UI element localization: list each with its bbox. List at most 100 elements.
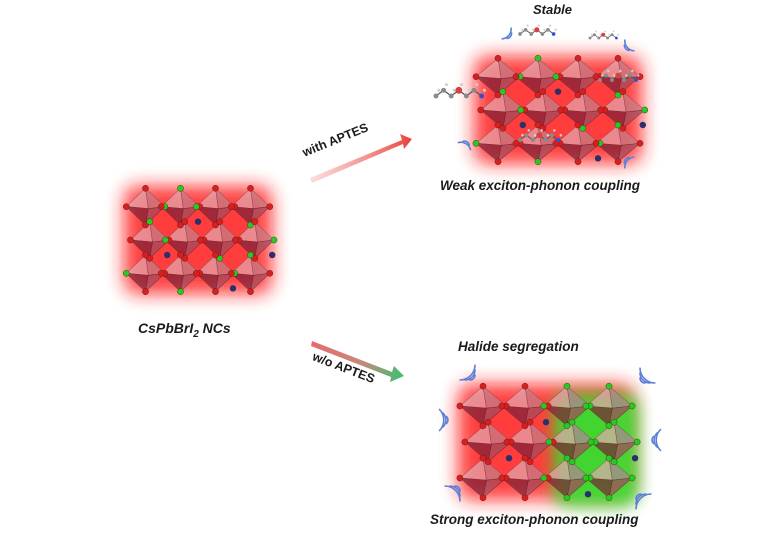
arrow-with-aptes-shape bbox=[310, 134, 412, 183]
phonon-wave-arc bbox=[444, 485, 461, 502]
hydrogen-atom bbox=[607, 69, 610, 73]
source-label: CsPbBrI2 NCs bbox=[138, 320, 231, 340]
cesium-atom bbox=[519, 121, 526, 129]
source-label-suffix: NCs bbox=[198, 320, 231, 336]
bromide-atom bbox=[614, 121, 622, 129]
bromide-atom bbox=[605, 494, 613, 502]
ligand-atom bbox=[441, 87, 447, 93]
iodide-atom bbox=[251, 218, 258, 225]
iodide-atom bbox=[232, 236, 239, 244]
cesium-atom bbox=[164, 251, 171, 259]
ligand-atom bbox=[546, 27, 550, 32]
hydrogen-atom bbox=[619, 69, 622, 73]
phonon-wave-icon bbox=[501, 27, 513, 40]
bromide-atom bbox=[563, 422, 571, 430]
bromide-atom bbox=[633, 438, 641, 446]
ligand-atom bbox=[540, 32, 545, 36]
bromide-atom bbox=[534, 158, 542, 165]
ligand-atom bbox=[615, 72, 621, 79]
hydrogen-atom bbox=[613, 74, 616, 77]
segregated-nanocrystal bbox=[456, 382, 641, 506]
octahedron-face bbox=[250, 206, 271, 226]
iodide-atom bbox=[592, 140, 600, 147]
bromide-atom bbox=[545, 438, 553, 446]
iodide-atom bbox=[619, 88, 627, 95]
stable-caption: Weak exciton-phonon coupling bbox=[440, 178, 641, 193]
phonon-wave-arc bbox=[501, 27, 512, 40]
ligand-atom bbox=[529, 32, 534, 36]
octahedron-face bbox=[529, 441, 555, 463]
phonon-wave-arc bbox=[445, 415, 449, 425]
ligand-atom bbox=[601, 32, 606, 37]
iodide-atom bbox=[597, 106, 605, 114]
hydrogen-atom bbox=[554, 28, 557, 31]
octahedron-face bbox=[608, 477, 634, 499]
octahedron-face bbox=[617, 142, 641, 163]
hydrogen-atom bbox=[537, 24, 541, 27]
bromide-atom bbox=[579, 125, 587, 132]
cesium-atom bbox=[229, 285, 237, 292]
hydrogen-atom bbox=[460, 83, 464, 87]
ligand-atom bbox=[530, 137, 535, 143]
hydrogen-atom bbox=[559, 133, 563, 137]
hydrogen-atom bbox=[533, 133, 537, 137]
octahedron-face bbox=[145, 272, 166, 293]
iodide-atom bbox=[484, 418, 492, 426]
ligand-atom bbox=[634, 78, 638, 82]
aptes-ligands bbox=[433, 24, 640, 143]
iodide-atom bbox=[574, 121, 582, 129]
bromide-atom bbox=[247, 251, 254, 259]
octahedron-face bbox=[145, 206, 166, 226]
phonon-wave-icon bbox=[639, 367, 656, 384]
hydrogen-atom bbox=[437, 88, 441, 92]
ligand-atom bbox=[471, 87, 477, 93]
bromide-atom bbox=[605, 454, 613, 462]
ligand-atom bbox=[543, 137, 548, 143]
hydrogen-atom bbox=[631, 69, 634, 73]
iodide-atom bbox=[461, 438, 469, 446]
hydrogen-atom bbox=[553, 129, 556, 132]
ligand-atom bbox=[534, 27, 540, 33]
bromide-atom bbox=[628, 474, 636, 482]
bromide-atom bbox=[162, 236, 169, 244]
ligand-atom bbox=[610, 78, 614, 82]
iodide-atom bbox=[477, 106, 485, 114]
iodide-atom bbox=[636, 140, 644, 147]
cesium-atom bbox=[542, 419, 550, 426]
iodide-atom bbox=[521, 494, 529, 502]
phonon-wave-arc bbox=[635, 493, 647, 505]
ligand-atom bbox=[614, 36, 618, 40]
octahedron-face bbox=[482, 477, 508, 499]
iodide-atom bbox=[479, 454, 487, 462]
bromide-atom bbox=[177, 185, 184, 192]
hydrogen-atom bbox=[452, 88, 456, 92]
phonon-wave-arc bbox=[639, 367, 656, 384]
iodide-atom bbox=[192, 270, 200, 277]
iodide-atom bbox=[181, 218, 188, 225]
iodide-atom bbox=[574, 158, 582, 165]
aptes-molecule-icon bbox=[433, 83, 486, 99]
cesium-atom bbox=[594, 155, 602, 162]
bromide-atom bbox=[610, 418, 618, 426]
iodide-atom bbox=[521, 454, 529, 462]
hydrogen-atom bbox=[444, 83, 448, 87]
octahedron-face bbox=[215, 206, 236, 226]
iodide-atom bbox=[574, 91, 582, 99]
ligand-atom bbox=[556, 137, 561, 143]
arrow-without-aptes bbox=[311, 341, 404, 382]
iodide-atom bbox=[521, 422, 529, 430]
ligand-atom bbox=[455, 86, 463, 94]
bromide-atom bbox=[270, 236, 278, 244]
arrow-with-aptes bbox=[310, 134, 412, 183]
aptes-molecule-icon bbox=[588, 30, 619, 40]
octahedron-face bbox=[566, 477, 592, 499]
hydrogen-atom bbox=[532, 28, 535, 31]
ligand-atom bbox=[536, 132, 543, 139]
octahedron-face bbox=[487, 441, 513, 463]
hydrogen-atom bbox=[543, 28, 546, 31]
iodide-atom bbox=[498, 474, 506, 482]
iodide-atom bbox=[539, 88, 547, 95]
bromide-atom bbox=[472, 140, 480, 147]
iodide-atom bbox=[216, 218, 223, 225]
ligand-atom bbox=[588, 36, 592, 40]
